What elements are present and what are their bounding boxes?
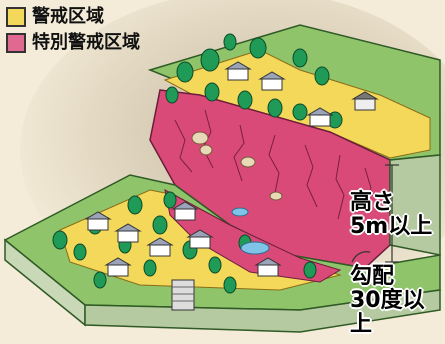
- legend-item-special-zone: 特別警戒区域: [6, 33, 140, 53]
- height-label-line2: 5m以上: [350, 214, 433, 239]
- slope-label-line2: 30度以上: [350, 288, 425, 337]
- legend-label: 警戒区域: [32, 6, 104, 27]
- plateau-right-side: [389, 154, 441, 256]
- height-label-line1: 高さ: [350, 190, 395, 215]
- water-pool-small: [231, 207, 249, 217]
- slope-label: 勾配 30度以上: [350, 265, 445, 337]
- height-label: 高さ 5m以上: [350, 191, 432, 239]
- trees: [52, 33, 343, 294]
- apartment-building: [171, 279, 195, 311]
- lower-special-zone: [164, 189, 342, 283]
- special-zone-swatch: [6, 33, 26, 53]
- slope-label-line1: 勾配: [350, 264, 395, 289]
- falling-rocks: [191, 131, 283, 201]
- ground-right-side: [84, 289, 441, 333]
- caution-zone-swatch: [6, 7, 26, 27]
- houses: [84, 61, 379, 277]
- legend-label: 特別警戒区域: [32, 32, 140, 53]
- legend-item-caution-zone: 警戒区域: [6, 7, 104, 27]
- water-pool: [240, 241, 270, 255]
- height-indicator: [351, 164, 399, 263]
